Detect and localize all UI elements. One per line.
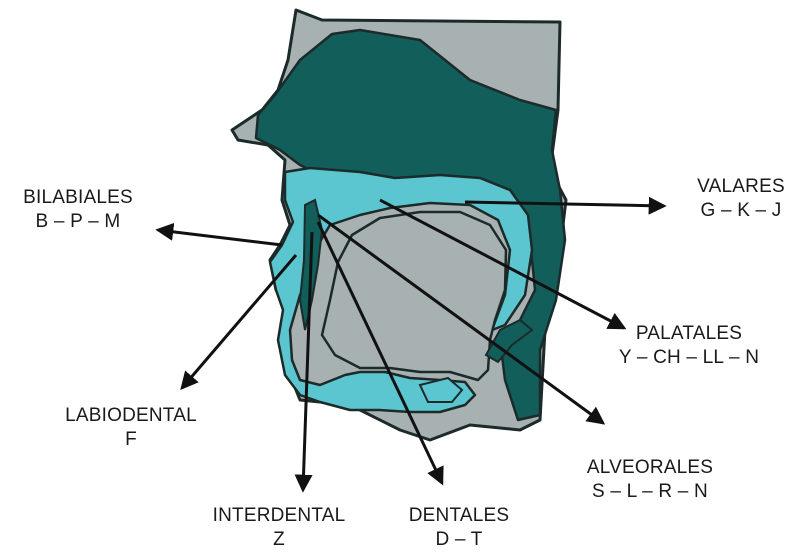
- label-alveorales-name: ALVEORALES: [566, 456, 734, 480]
- label-interdental: INTERDENTAL Z: [204, 504, 354, 552]
- label-labiodental: LABIODENTAL F: [46, 404, 216, 452]
- label-bilabiales-name: BILABIALES: [2, 186, 154, 210]
- label-palatales-sounds: Y – CH – LL – N: [598, 346, 780, 370]
- label-interdental-name: INTERDENTAL: [204, 504, 354, 528]
- head-profile: [232, 10, 566, 440]
- label-labiodental-sounds: F: [46, 428, 216, 452]
- label-bilabiales-sounds: B – P – M: [2, 210, 154, 234]
- label-valares-name: VALARES: [686, 175, 796, 199]
- label-palatales-name: PALATALES: [598, 322, 780, 346]
- label-palatales: PALATALES Y – CH – LL – N: [598, 322, 780, 370]
- label-interdental-sounds: Z: [204, 528, 354, 552]
- label-valares-sounds: G – K – J: [686, 199, 796, 223]
- label-valares: VALARES G – K – J: [686, 175, 796, 223]
- label-alveorales-sounds: S – L – R – N: [566, 480, 734, 504]
- arrow-labiodental: [182, 255, 296, 388]
- label-dentales-name: DENTALES: [395, 504, 523, 528]
- label-labiodental-name: LABIODENTAL: [46, 404, 216, 428]
- label-dentales: DENTALES D – T: [395, 504, 523, 552]
- label-dentales-sounds: D – T: [395, 528, 523, 552]
- label-alveorales: ALVEORALES S – L – R – N: [566, 456, 734, 504]
- arrow-bilabiales: [158, 230, 282, 245]
- label-bilabiales: BILABIALES B – P – M: [2, 186, 154, 234]
